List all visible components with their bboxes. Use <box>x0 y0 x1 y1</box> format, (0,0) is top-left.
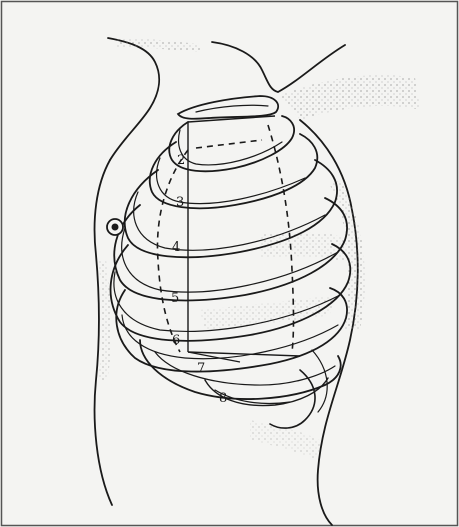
rib-label-8: 8 <box>219 391 227 406</box>
shading <box>98 39 420 460</box>
rib-label-6: 6 <box>172 333 180 348</box>
rib-label-2: 2 <box>177 153 185 168</box>
rib-labels: 2 3 4 5 6 7 8 <box>171 153 227 406</box>
rib-label-3: 3 <box>176 195 184 210</box>
nipple-marker <box>107 219 123 235</box>
ribs <box>111 96 351 428</box>
rib-label-7: 7 <box>197 361 205 376</box>
rib-1 <box>178 96 278 119</box>
rib-label-5: 5 <box>171 291 179 306</box>
rib-label-4: 4 <box>172 240 180 255</box>
